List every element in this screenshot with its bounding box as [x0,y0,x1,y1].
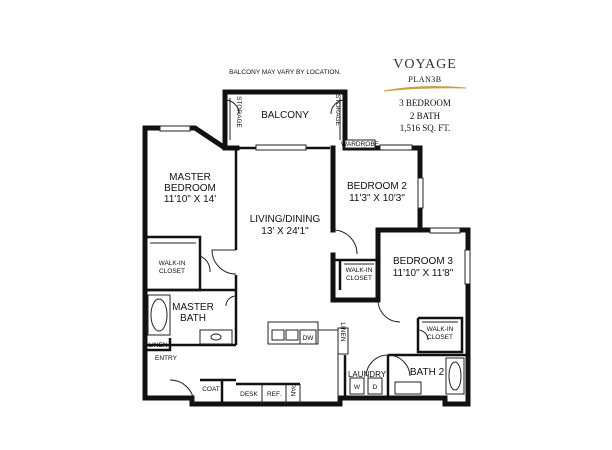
spec-area: 1,516 SQ. FT. [399,123,451,133]
brand-swoosh-icon [383,86,467,92]
balcony-note: BALCONY MAY VARY BY LOCATION. [229,69,341,76]
label-dryer: D [373,384,378,391]
doors [169,99,429,405]
label-dw: DW [303,335,315,342]
label-bedroom3-name: BEDROOM 3 [393,256,453,267]
label-bedroom2-size: 11'3" X 10'3" [349,193,405,204]
label-bed3-walkin-l2: CLOSET [427,334,453,341]
label-living-dining-size: 13' X 24'1" [261,226,309,237]
label-wardrobe: WARDROBE [341,141,380,148]
label-bedroom2-name: BEDROOM 2 [347,181,407,192]
label-bed3-walkin-l1: WALK-IN [427,326,454,333]
label-master-bedroom-size: 11'10" X 14' [164,194,216,205]
exterior-walls [142,89,471,407]
label-washer: W [354,384,361,391]
windows [159,125,471,285]
spec-baths: 2 BATH [409,111,441,121]
label-laundry: LAUNDRY [348,370,387,379]
label-bath2: BATH 2 [410,367,445,378]
spec-bedrooms: 3 BEDROOM [399,98,451,108]
label-master-bath-l2: BATH [180,313,206,324]
interior-walls [145,139,468,404]
label-ref: REF. [267,391,281,398]
label-desk: DESK [240,391,258,398]
label-bed2-walkin-l1: WALK-IN [346,267,373,274]
plan-name: PLAN3B [408,75,442,84]
label-linen-right: LINEN [339,322,346,341]
label-living-dining-name: LIVING/DINING [250,214,321,225]
label-coat: COAT [202,386,220,393]
fixtures [147,98,462,395]
label-master-bedroom-name2: BEDROOM [164,183,216,194]
label-linen-left: LINEN [148,342,167,349]
brand-title: VOYAGE [393,57,457,72]
label-bedroom3-size: 11'10" X 11'8" [393,268,454,279]
label-master-bedroom-name: MASTER [169,172,211,183]
label-storage-left: STORAGE [235,96,242,128]
label-master-bath-l1: MASTER [172,302,214,313]
label-storage-right: STORAGE [334,94,341,126]
label-pan: PAN [289,384,296,397]
label-balcony: BALCONY [261,110,309,121]
label-master-walkin-l1: WALK-IN [159,260,186,267]
label-entry: ENTRY [155,355,178,362]
label-bed2-walkin-l2: CLOSET [346,275,372,282]
label-master-walkin-l2: CLOSET [159,268,185,275]
